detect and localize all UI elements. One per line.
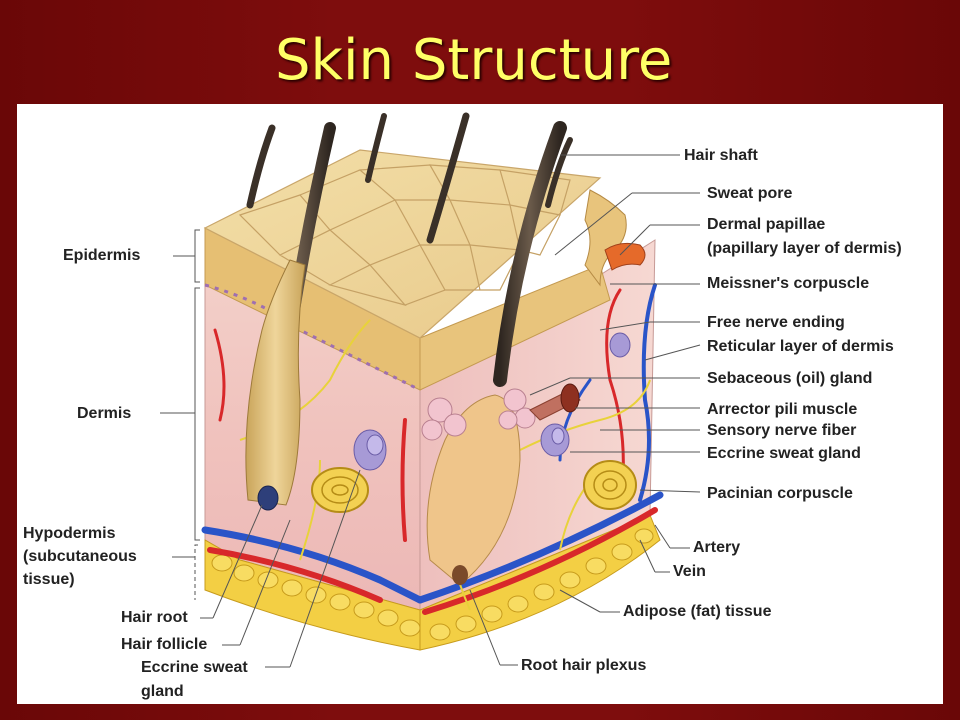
label-hypodermis-line2: (subcutaneous bbox=[23, 548, 137, 565]
label-adipose: Adipose (fat) tissue bbox=[623, 603, 772, 620]
leader-lines-right bbox=[469, 154, 701, 666]
label-eccrine-line2: gland bbox=[141, 683, 184, 700]
arrector-pili-knob bbox=[560, 383, 580, 413]
label-hair-root: Hair root bbox=[121, 609, 188, 626]
skin-surface-top bbox=[203, 149, 602, 339]
label-sebaceous: Sebaceous (oil) gland bbox=[707, 370, 873, 387]
label-hypodermis-line3: tissue) bbox=[23, 571, 75, 588]
figure-panel: Epidermis Dermis Hypodermis (subcutaneou… bbox=[17, 104, 943, 704]
label-dermis: Dermis bbox=[77, 405, 132, 422]
hair-follicles bbox=[245, 259, 521, 586]
sebaceous-gland bbox=[421, 388, 536, 441]
pacinian-corpuscles bbox=[311, 460, 637, 513]
label-eccrine-right: Eccrine sweat gland bbox=[707, 445, 861, 462]
epidermis-layer bbox=[204, 227, 611, 392]
label-vein: Vein bbox=[673, 563, 706, 580]
label-hair-shaft: Hair shaft bbox=[684, 147, 758, 164]
label-reticular: Reticular layer of dermis bbox=[707, 338, 894, 355]
label-arrector: Arrector pili muscle bbox=[707, 401, 858, 418]
eccrine-sweat-glands bbox=[353, 332, 631, 471]
label-pacinian: Pacinian corpuscle bbox=[707, 485, 853, 502]
label-sensory: Sensory nerve fiber bbox=[707, 422, 857, 439]
label-eccrine-line1: Eccrine sweat bbox=[141, 659, 248, 676]
label-free-nerve: Free nerve ending bbox=[707, 314, 845, 331]
peeled-epidermis-flap bbox=[584, 189, 646, 287]
label-artery: Artery bbox=[693, 539, 741, 556]
label-root-plexus: Root hair plexus bbox=[521, 657, 647, 674]
label-epidermis: Epidermis bbox=[63, 247, 141, 264]
label-meissner: Meissner's corpuscle bbox=[707, 275, 870, 292]
label-hair-follicle: Hair follicle bbox=[121, 636, 208, 653]
skin-cross-section-illustration bbox=[160, 112, 701, 668]
label-sweat-pore: Sweat pore bbox=[707, 185, 793, 202]
label-hypodermis-line1: Hypodermis bbox=[23, 525, 116, 542]
blood-vessels bbox=[201, 283, 664, 615]
slide-title: Skin Structure bbox=[275, 28, 673, 93]
leader-lines-left bbox=[160, 229, 361, 668]
label-dermal-papillae-line2: (papillary layer of dermis) bbox=[707, 240, 902, 257]
label-dermal-papillae-line1: Dermal papillae bbox=[707, 216, 826, 233]
